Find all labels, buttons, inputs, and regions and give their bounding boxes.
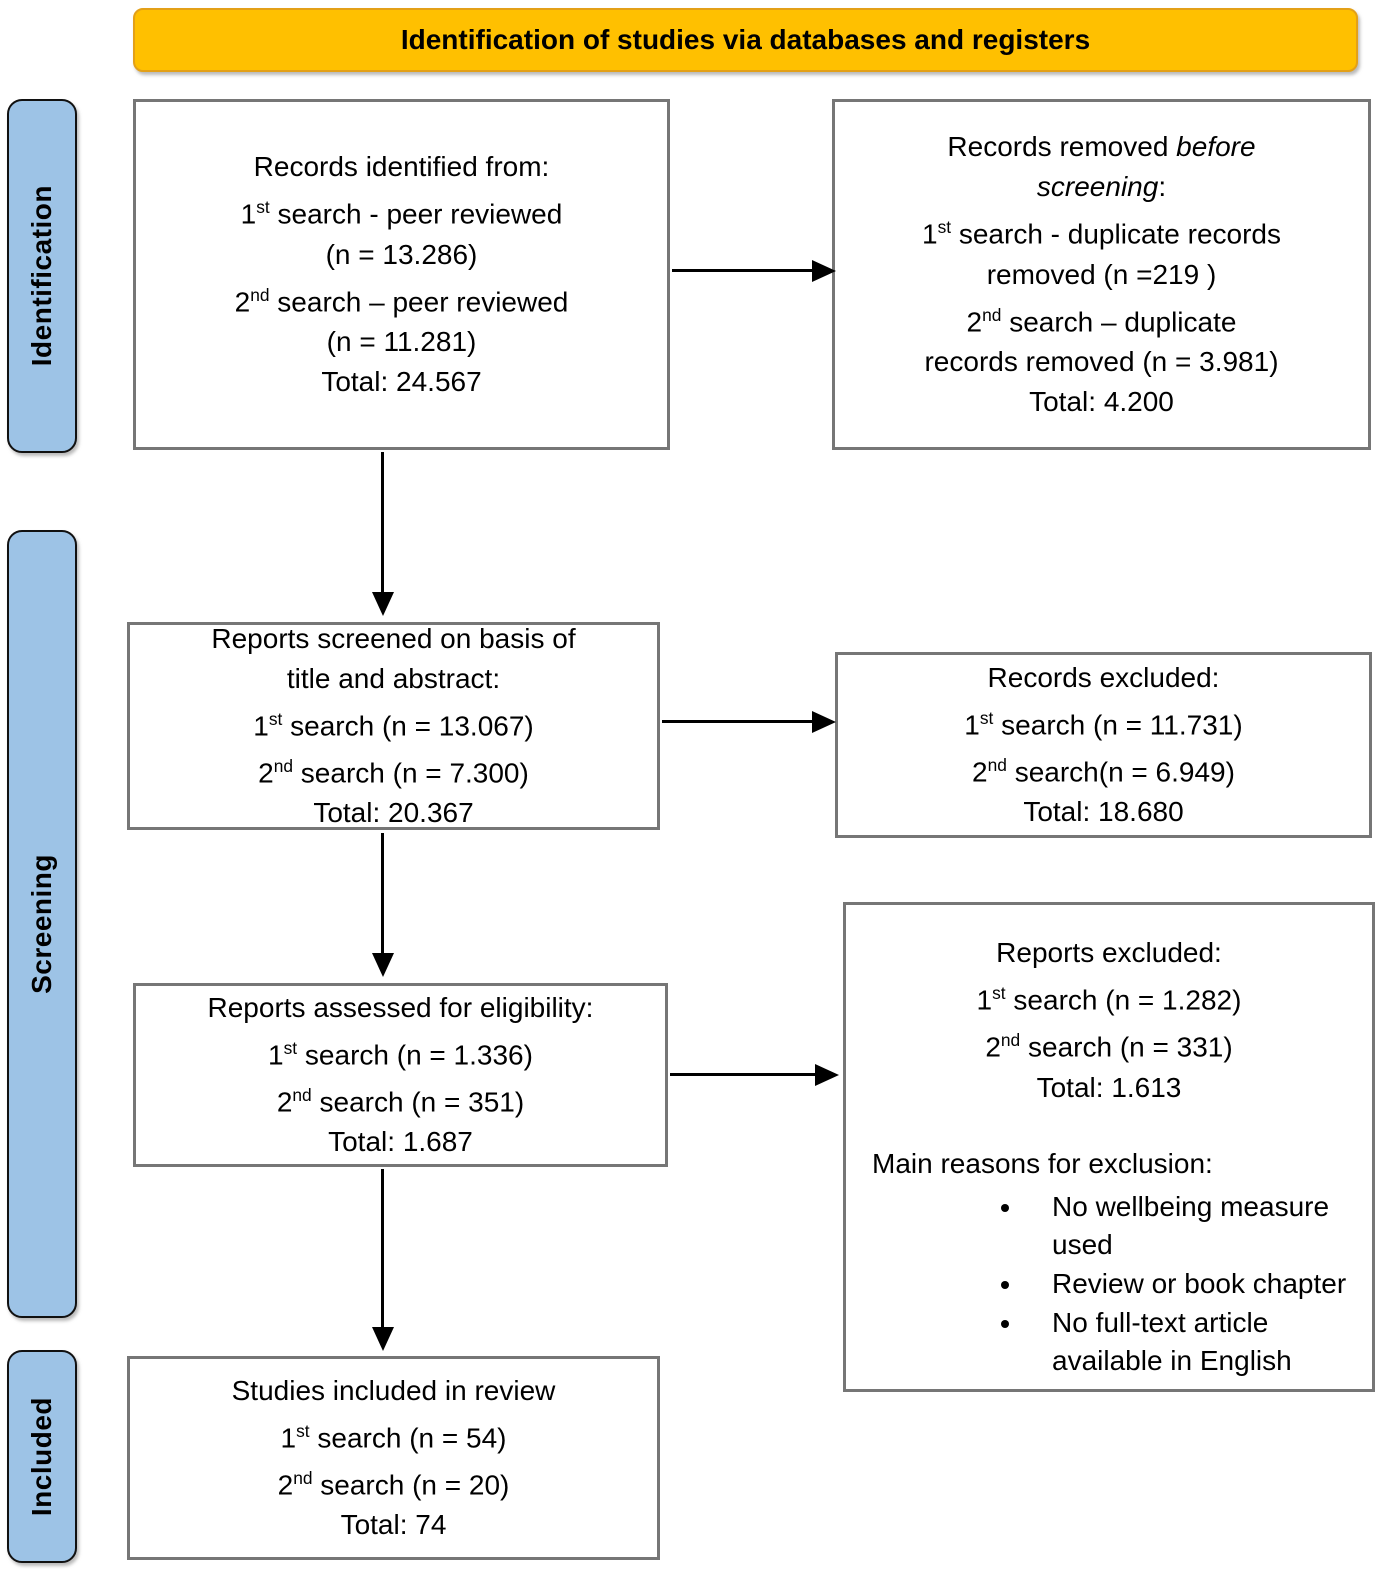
text-line: Reports screened on basis of [211, 622, 576, 654]
exclusion-reason-item: No wellbeing measure used [1024, 1188, 1372, 1264]
text-line: 1st search (n = 1.282) [976, 983, 1242, 1016]
stage-screening-label: Screening [26, 854, 57, 994]
text-line: 2nd search (n = 7.300) [258, 756, 529, 789]
reports-excluded-counts: Reports excluded: 1st search (n = 1.282) 2… [846, 933, 1372, 1108]
text-line: Total: 74 [340, 1509, 447, 1541]
text-line: 2nd search (n = 351) [276, 1085, 525, 1118]
text-line: (n = 11.281) [326, 325, 477, 357]
text-line: 1st search (n = 1.336) [268, 1037, 533, 1070]
box-records-removed: Records removed before screening: 1st sear… [832, 99, 1371, 450]
box-records-identified: Records identified from: 1st search - pee… [133, 99, 670, 450]
text-line: Total: 20.367 [313, 797, 474, 829]
stage-included: Included [7, 1350, 77, 1563]
text-line: Studies included in review [231, 1374, 556, 1406]
stage-identification: Identification [7, 99, 77, 453]
text-line: 2nd search (n = 331) [985, 1030, 1233, 1063]
text-line: Reports excluded: [996, 937, 1222, 968]
text-line: removed (n =219 ) [986, 258, 1217, 290]
text-line: Total: 1.687 [328, 1126, 473, 1158]
text-line: 2nd search – peer reviewed [234, 284, 569, 317]
text-line: screening: [1036, 171, 1167, 203]
box-reports-assessed: Reports assessed for eligibility: 1st sea… [133, 983, 668, 1167]
text-line: 2nd search(n = 6.949) [972, 755, 1235, 788]
banner-title: Identification of studies via databases … [133, 8, 1358, 72]
text-line: 1st search (n = 54) [280, 1420, 507, 1453]
box-studies-included: Studies included in review 1st search (n … [127, 1356, 660, 1560]
text-line: 2nd search – duplicate [966, 304, 1237, 337]
box-reports-excluded: Reports excluded: 1st search (n = 1.282) 2… [843, 902, 1375, 1392]
box-reports-screened: Reports screened on basis of title and ab… [127, 622, 660, 830]
exclusion-reason-item: Review or book chapter [1024, 1265, 1372, 1303]
arrow-screened-to-excluded [662, 711, 836, 733]
stage-included-label: Included [26, 1396, 57, 1517]
text-line: Total: 18.680 [1023, 796, 1184, 828]
stage-identification-label: Identification [26, 185, 57, 367]
text-line: 1st search - peer reviewed [240, 197, 563, 230]
exclusion-reason-item: No full-text article available in Englis… [1024, 1304, 1372, 1380]
text-line: Records excluded: [987, 661, 1220, 693]
text-line: Total: 1.613 [1036, 1071, 1182, 1103]
text-line: (n = 13.286) [325, 238, 478, 270]
text-line: 1st search (n = 13.067) [253, 708, 534, 741]
stage-screening: Screening [7, 530, 77, 1318]
text-line: Reports assessed for eligibility: [207, 991, 594, 1023]
arrow-assessed-to-included [372, 1169, 394, 1351]
text-line: 1st search (n = 11.731) [964, 707, 1243, 740]
text-line: records removed (n = 3.981) [924, 345, 1279, 377]
box-records-excluded: Records excluded: 1st search (n = 11.731)… [835, 652, 1372, 838]
arrow-identified-to-removed [672, 260, 836, 282]
arrow-screened-to-assessed [372, 833, 394, 977]
text-line: 1st search - duplicate records [921, 217, 1282, 250]
exclusion-reasons-list: No wellbeing measure usedReview or book … [846, 1188, 1372, 1381]
text-line: Records identified from: [253, 151, 550, 183]
arrow-assessed-to-excluded [670, 1064, 839, 1086]
text-line: Total: 4.200 [1029, 385, 1174, 417]
text-line: Records removed before [947, 131, 1256, 163]
text-line: Total: 24.567 [321, 365, 482, 397]
banner-title-label: Identification of studies via databases … [400, 24, 1091, 55]
exclusion-reasons-heading: Main reasons for exclusion: [872, 1147, 1213, 1179]
text-line: 2nd search (n = 20) [277, 1468, 510, 1501]
text-line: title and abstract: [286, 662, 501, 694]
arrow-identified-to-screened [372, 452, 394, 616]
